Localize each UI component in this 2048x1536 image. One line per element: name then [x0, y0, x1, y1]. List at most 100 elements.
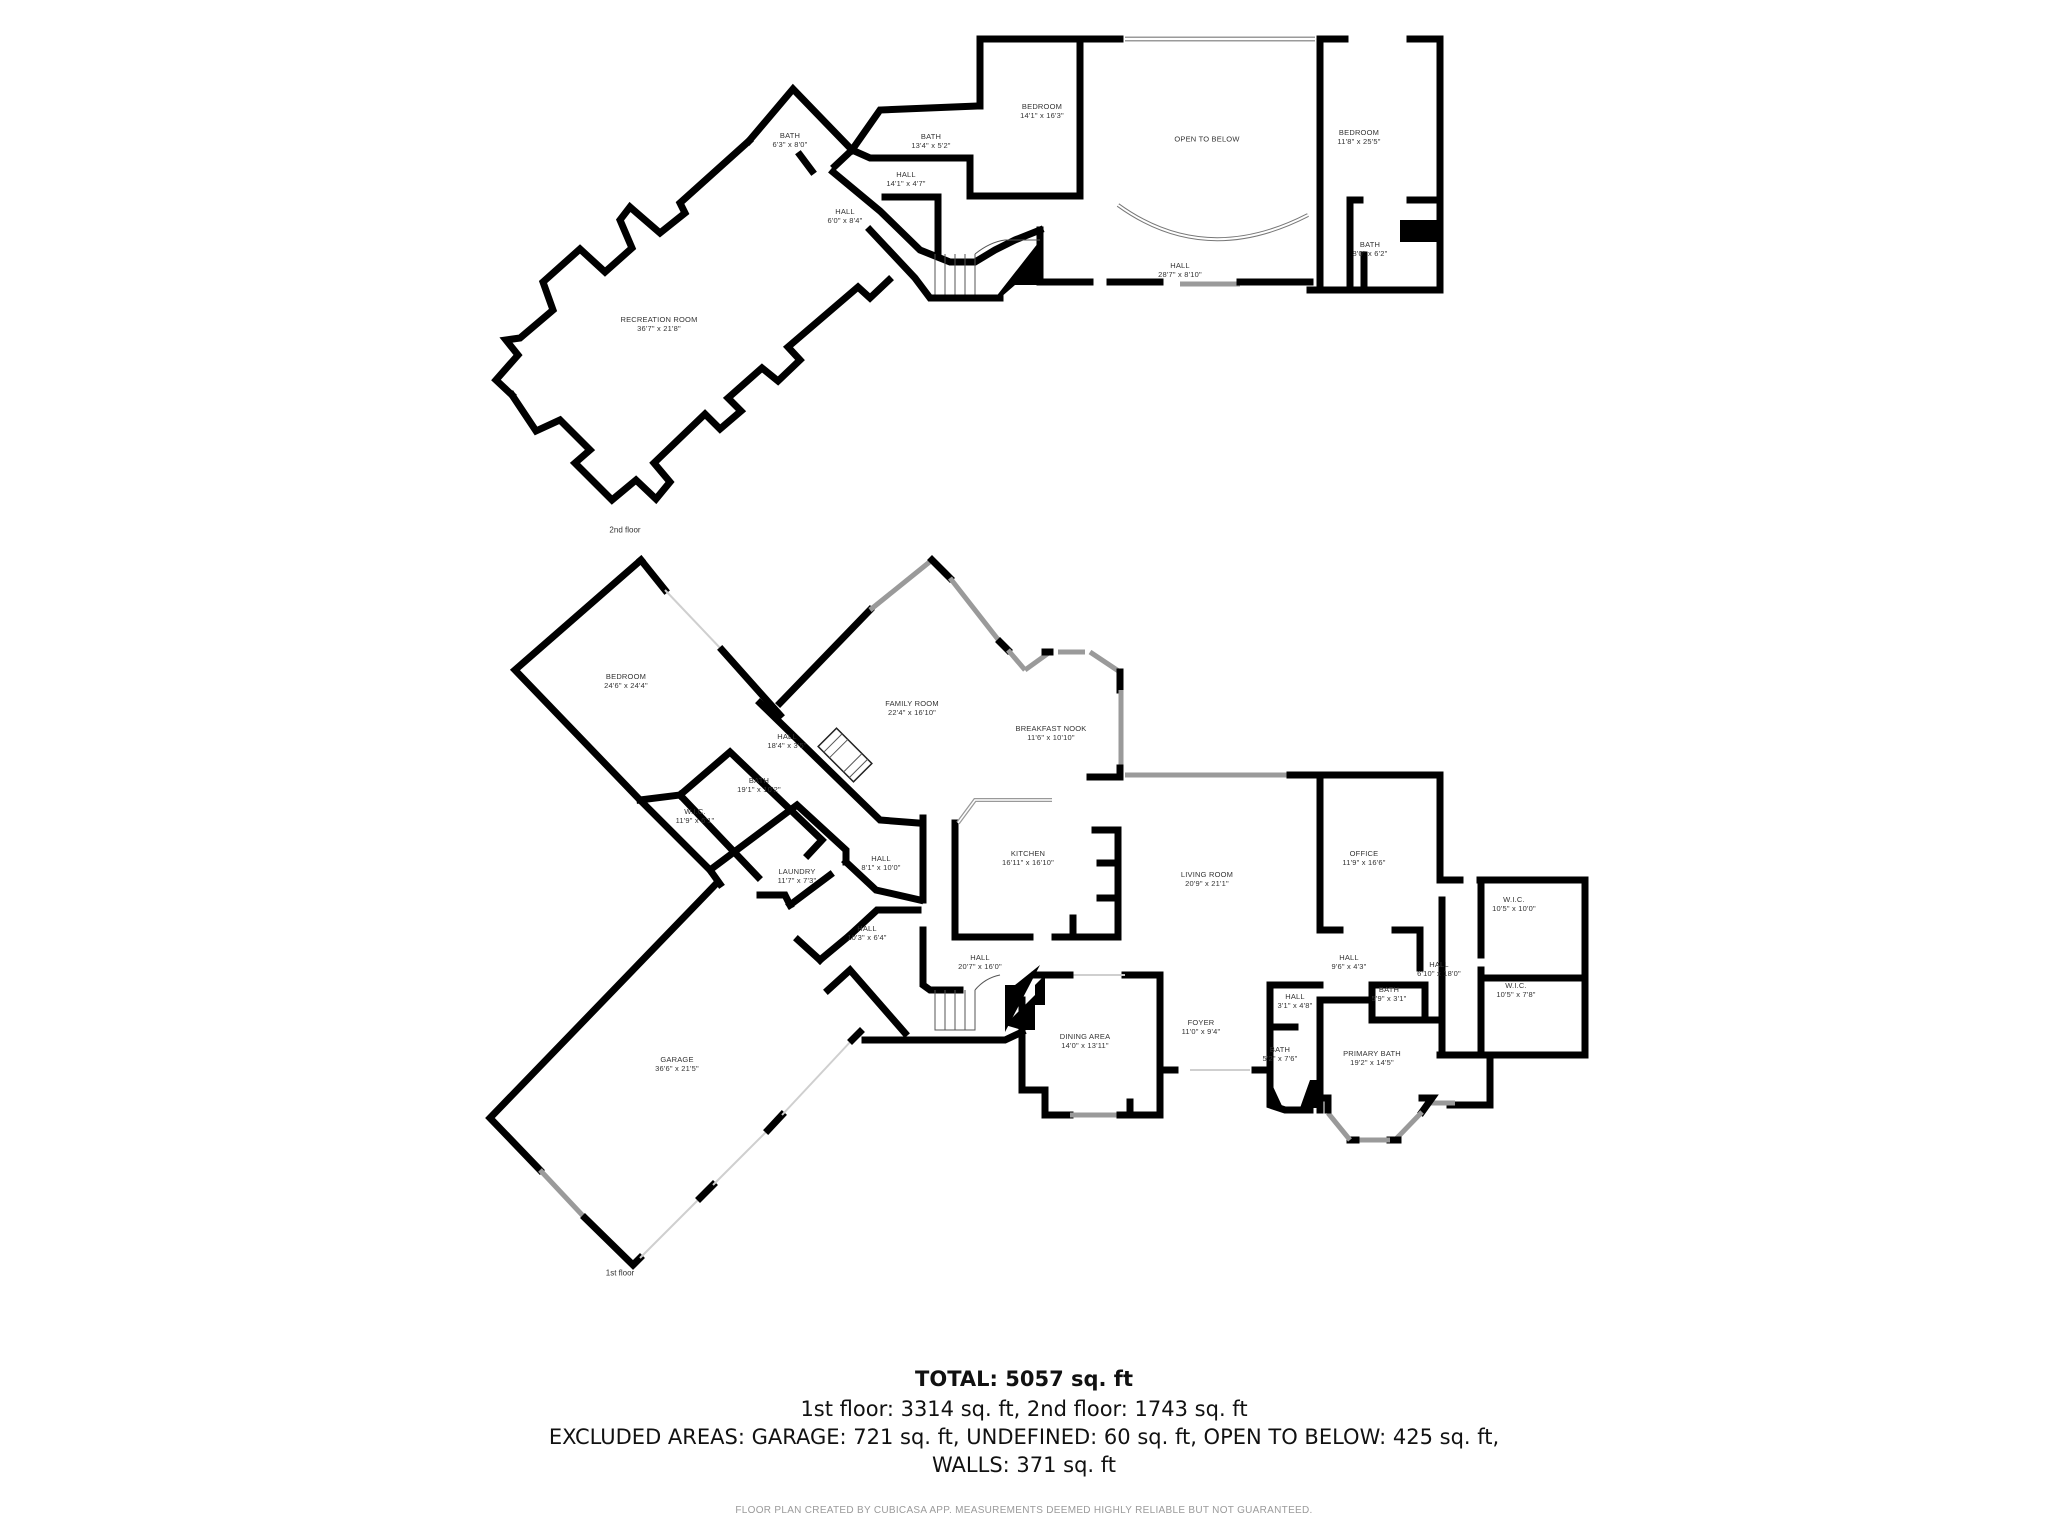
room-name: HALL [896, 170, 916, 179]
room-name: HALL [1339, 953, 1359, 962]
room-dimensions: 24'6" x 24'4" [604, 681, 648, 690]
total-area: TOTAL: 5057 sq. ft [915, 1367, 1133, 1391]
room-dimensions: 11'0" x 9'4" [1181, 1027, 1221, 1036]
room-dimensions: 11'8" x 25'5" [1337, 137, 1381, 146]
room-name: BREAKFAST NOOK [1015, 724, 1087, 733]
room-name: HALL [777, 732, 797, 741]
floor-label-2nd: 2nd floor [609, 525, 641, 535]
excluded-areas: EXCLUDED AREAS: GARAGE: 721 sq. ft, UNDE… [548, 1425, 1500, 1449]
room-name: BATH [1359, 240, 1381, 249]
disclaimer: FLOOR PLAN CREATED BY CUBICASA APP. MEAS… [735, 1505, 1313, 1516]
floor-areas: 1st floor: 3314 sq. ft, 2nd floor: 1743 … [800, 1397, 1248, 1421]
room-name: HALL [970, 953, 990, 962]
room-label: W.I.C.10'5" x 7'8" [1496, 981, 1535, 999]
room-name: FOYER [1187, 1018, 1215, 1027]
room-name: W.I.C. [1505, 981, 1527, 990]
room-dimensions: 5'9" x 3'1" [1371, 994, 1407, 1003]
room-dimensions: 20'7" x 16'0" [958, 962, 1002, 971]
room-dimensions: 11'6" x 10'10" [1027, 733, 1075, 742]
room-name: KITCHEN [1010, 849, 1046, 858]
room-dimensions: 36'7" x 21'8" [637, 324, 681, 333]
room-name: HALL [1170, 261, 1190, 270]
room-name: W.I.C. [684, 807, 706, 816]
room-dimensions: 28'7" x 8'10" [1158, 270, 1202, 279]
room-name: HALL [1285, 992, 1305, 1001]
room-dimensions: 11'9" x 6'1" [675, 816, 715, 825]
room-dimensions: 19'2" x 14'5" [1350, 1058, 1394, 1067]
room-dimensions: 5'2" x 7'6" [1262, 1054, 1298, 1063]
room-name: RECREATION ROOM [620, 315, 698, 324]
room-name: LAUNDRY [778, 867, 816, 876]
room-dimensions: 16'11" x 16'10" [1002, 858, 1054, 867]
room-dimensions: 18'4" x 3'5" [767, 741, 807, 750]
room-dimensions: 19'1" x 10'2" [737, 785, 781, 794]
room-dimensions: 11'7" x 7'3" [777, 876, 817, 885]
room-name: PRIMARY BATH [1343, 1049, 1401, 1058]
room-dimensions: 9'6" x 4'3" [1331, 962, 1367, 971]
room-dimensions: 8'1" x 10'0" [861, 863, 901, 872]
room-dimensions: 10'3" x 6'4" [847, 933, 887, 942]
floor-label-1st: 1st floor [605, 1268, 635, 1278]
room-dimensions: 6'10" x 18'0" [1417, 969, 1461, 978]
room-name: OPEN TO BELOW [1174, 134, 1240, 144]
room-name: FAMILY ROOM [885, 699, 939, 708]
second-floor-walls [491, 35, 1444, 505]
room-name: HALL [1429, 960, 1449, 969]
room-dimensions: 6'0" x 8'4" [827, 216, 863, 225]
room-dimensions: 36'6" x 21'5" [655, 1064, 699, 1073]
room-name: BATH [748, 776, 770, 785]
room-name: BATH [920, 132, 942, 141]
room-label: OPEN TO BELOW [1174, 135, 1239, 144]
room-dimensions: 22'4" x 16'10" [887, 708, 937, 717]
room-name: HALL [835, 207, 855, 216]
room-dimensions: 10'5" x 7'8" [1496, 990, 1536, 999]
room-name: DINING AREA [1059, 1032, 1111, 1041]
room-label: W.I.C.10'5" x 10'0" [1492, 895, 1536, 913]
room-label: W.I.C.11'9" x 6'1" [676, 807, 715, 825]
room-name: LIVING ROOM [1180, 870, 1234, 879]
room-dimensions: 6'3" x 8'0" [772, 140, 808, 149]
first-floor-walls [485, 555, 1589, 1270]
room-name: BEDROOM [1021, 102, 1063, 111]
room-name: BATH [1269, 1045, 1291, 1054]
room-dimensions: 13'4" x 5'2" [911, 141, 951, 150]
room-name: GARAGE [660, 1055, 694, 1064]
room-dimensions: 10'5" x 10'0" [1492, 904, 1536, 913]
room-dimensions: 14'1" x 16'3" [1020, 111, 1064, 120]
room-name: OFFICE [1349, 849, 1379, 858]
room-name: HALL [871, 854, 891, 863]
room-name: BEDROOM [1338, 128, 1380, 137]
room-dimensions: 11'9" x 16'6" [1342, 858, 1386, 867]
room-name: BATH [1378, 985, 1400, 994]
walls-area: WALLS: 371 sq. ft [931, 1453, 1117, 1477]
room-dimensions: 8'0" x 6'2" [1352, 249, 1388, 258]
room-name: BEDROOM [605, 672, 647, 681]
room-dimensions: 20'9" x 21'1" [1185, 879, 1229, 888]
room-dimensions: 14'0" x 13'11" [1061, 1041, 1109, 1050]
room-dimensions: 14'1" x 4'7" [886, 179, 926, 188]
